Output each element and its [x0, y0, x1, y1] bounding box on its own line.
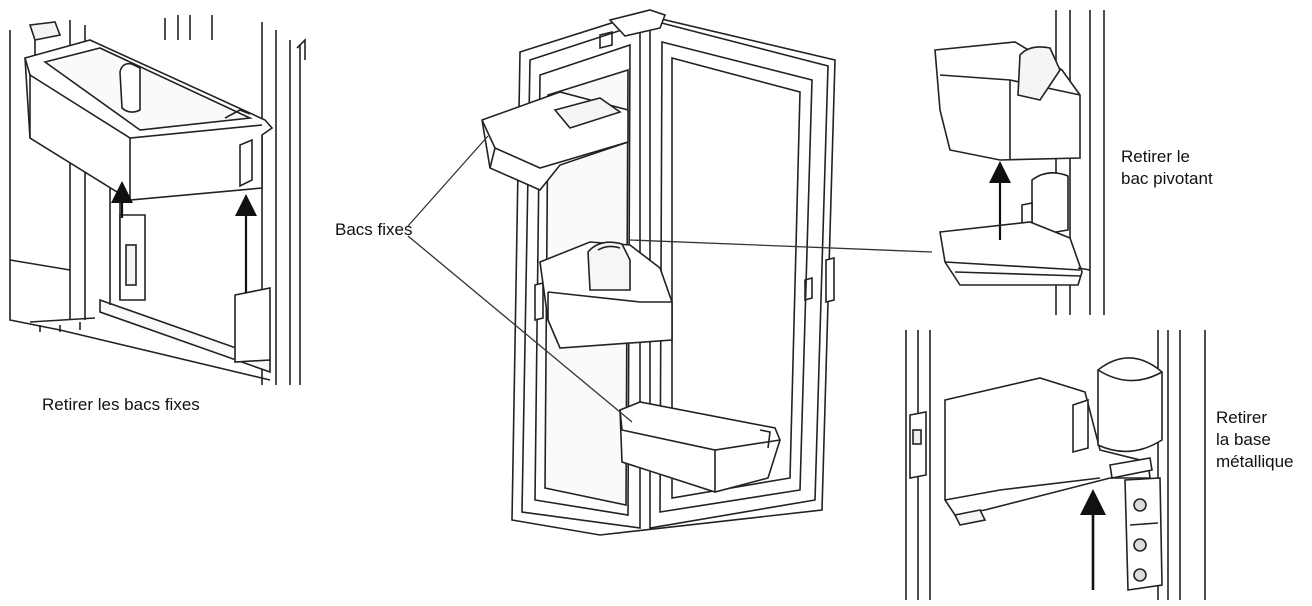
- panel-metal-base: [905, 330, 1206, 600]
- fixed-bin-bottom: [619, 401, 781, 493]
- leader-lines: [407, 135, 933, 423]
- leader-line: [629, 239, 933, 253]
- leader-line: [407, 235, 633, 423]
- caption-base-line-3: métallique: [1216, 452, 1294, 471]
- caption-base-line-1: Retirer: [1216, 408, 1268, 427]
- pivot-bin-lifted: [934, 41, 1081, 161]
- leader-line: [407, 135, 489, 227]
- caption-base-line-2: la base: [1216, 430, 1271, 449]
- caption-pivot-line-2: bac pivotant: [1121, 169, 1213, 188]
- caption-remove-fixed-bins-text: Retirer les bacs fixes: [42, 395, 200, 414]
- panel-pivot-bin: [934, 10, 1105, 315]
- label-fixed-bins: Bacs fixes: [335, 219, 412, 241]
- caption-remove-fixed-bins: Retirer les bacs fixes: [42, 394, 200, 416]
- fixed-bin-top: [481, 91, 629, 191]
- caption-pivot-line-1: Retirer le: [1121, 147, 1190, 166]
- caption-remove-metal-base: Retirer la base métallique: [1216, 407, 1294, 473]
- panel-door-overview: [481, 9, 836, 536]
- panel-fixed-bins: [9, 15, 306, 385]
- caption-remove-pivot-bin: Retirer le bac pivotant: [1121, 146, 1213, 190]
- fixed-bin-upper: [24, 39, 274, 201]
- pivot-bin: [539, 241, 673, 349]
- arrows-fixed-bins: [111, 181, 257, 293]
- label-fixed-bins-text: Bacs fixes: [335, 220, 413, 239]
